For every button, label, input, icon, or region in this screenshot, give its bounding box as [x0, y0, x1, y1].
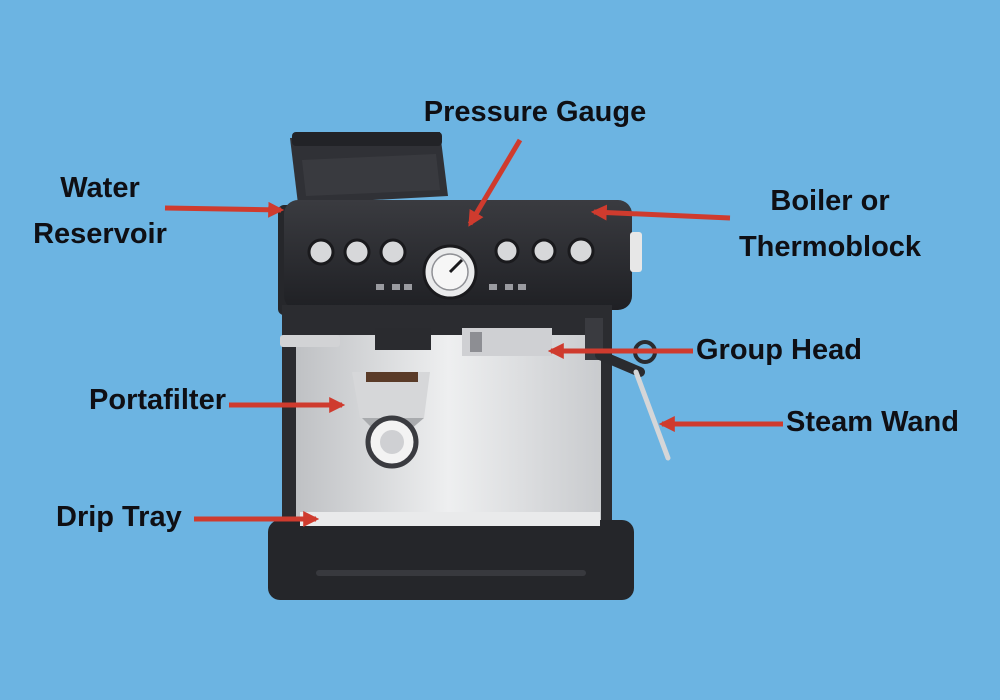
bean-hopper — [290, 132, 448, 204]
label-portafilter-line: Portafilter — [89, 384, 226, 416]
label-water-reservoir-line-2: Reservoir — [33, 218, 167, 250]
label-steam-wand: Steam Wand — [786, 399, 959, 445]
pointer-arrows — [164, 138, 783, 528]
arrow-boiler — [590, 204, 731, 221]
label-steam-wand-line: Steam Wand — [786, 406, 959, 438]
label-group-head: Group Head — [696, 327, 862, 373]
machine-lower-body — [280, 305, 612, 540]
label-boiler-line-2: Thermoblock — [738, 231, 922, 263]
label-boiler-line-1: Boiler or — [770, 185, 890, 217]
portafilter — [352, 372, 430, 469]
control-knobs — [307, 237, 595, 290]
label-drip-tray-line: Drip Tray — [56, 501, 182, 533]
drip-tray — [268, 512, 634, 600]
group-head — [375, 328, 552, 356]
label-portafilter: Portafilter — [40, 377, 226, 423]
pressure-gauge-dial — [422, 244, 478, 300]
label-water-reservoir: Water Reservoir — [10, 165, 190, 257]
label-group-head-line: Group Head — [696, 334, 862, 366]
label-drip-tray: Drip Tray — [56, 494, 182, 540]
label-pressure-gauge: Pressure Gauge — [395, 89, 675, 135]
label-boiler: Boiler or Thermoblock — [715, 178, 945, 270]
arrow-pressure-gauge — [467, 138, 523, 227]
label-water-reservoir-line-1: Water — [60, 172, 140, 204]
arrow-water-reservoir — [164, 201, 285, 218]
label-pressure-gauge-line: Pressure Gauge — [423, 96, 647, 128]
